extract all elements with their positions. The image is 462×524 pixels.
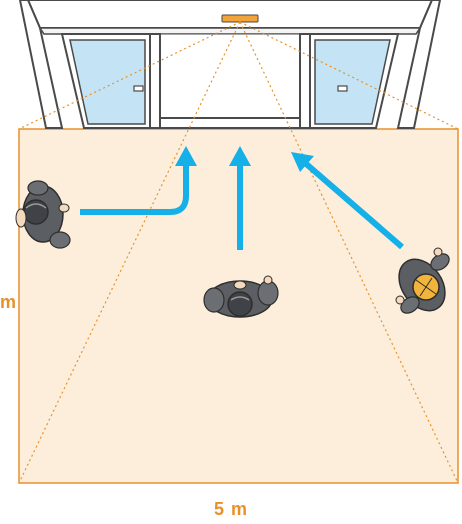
zone-depth-label: m (0, 292, 17, 312)
zone-width-label: 5 m (213, 499, 249, 519)
left-door-handle (133, 85, 144, 92)
left-glass-panel (69, 39, 146, 125)
person-center-icon (203, 275, 279, 318)
right-door-handle (337, 85, 348, 92)
arrow-left-curved (80, 165, 189, 215)
person-left-icon (15, 180, 71, 249)
sensor-beam-lines (18, 21, 459, 484)
arrow-right-diagonal (302, 159, 404, 250)
right-glass-panel (314, 39, 391, 125)
person-right-with-basket-icon (395, 247, 450, 314)
motion-sensor-icon (221, 14, 259, 23)
movement-arrows (80, 146, 404, 250)
